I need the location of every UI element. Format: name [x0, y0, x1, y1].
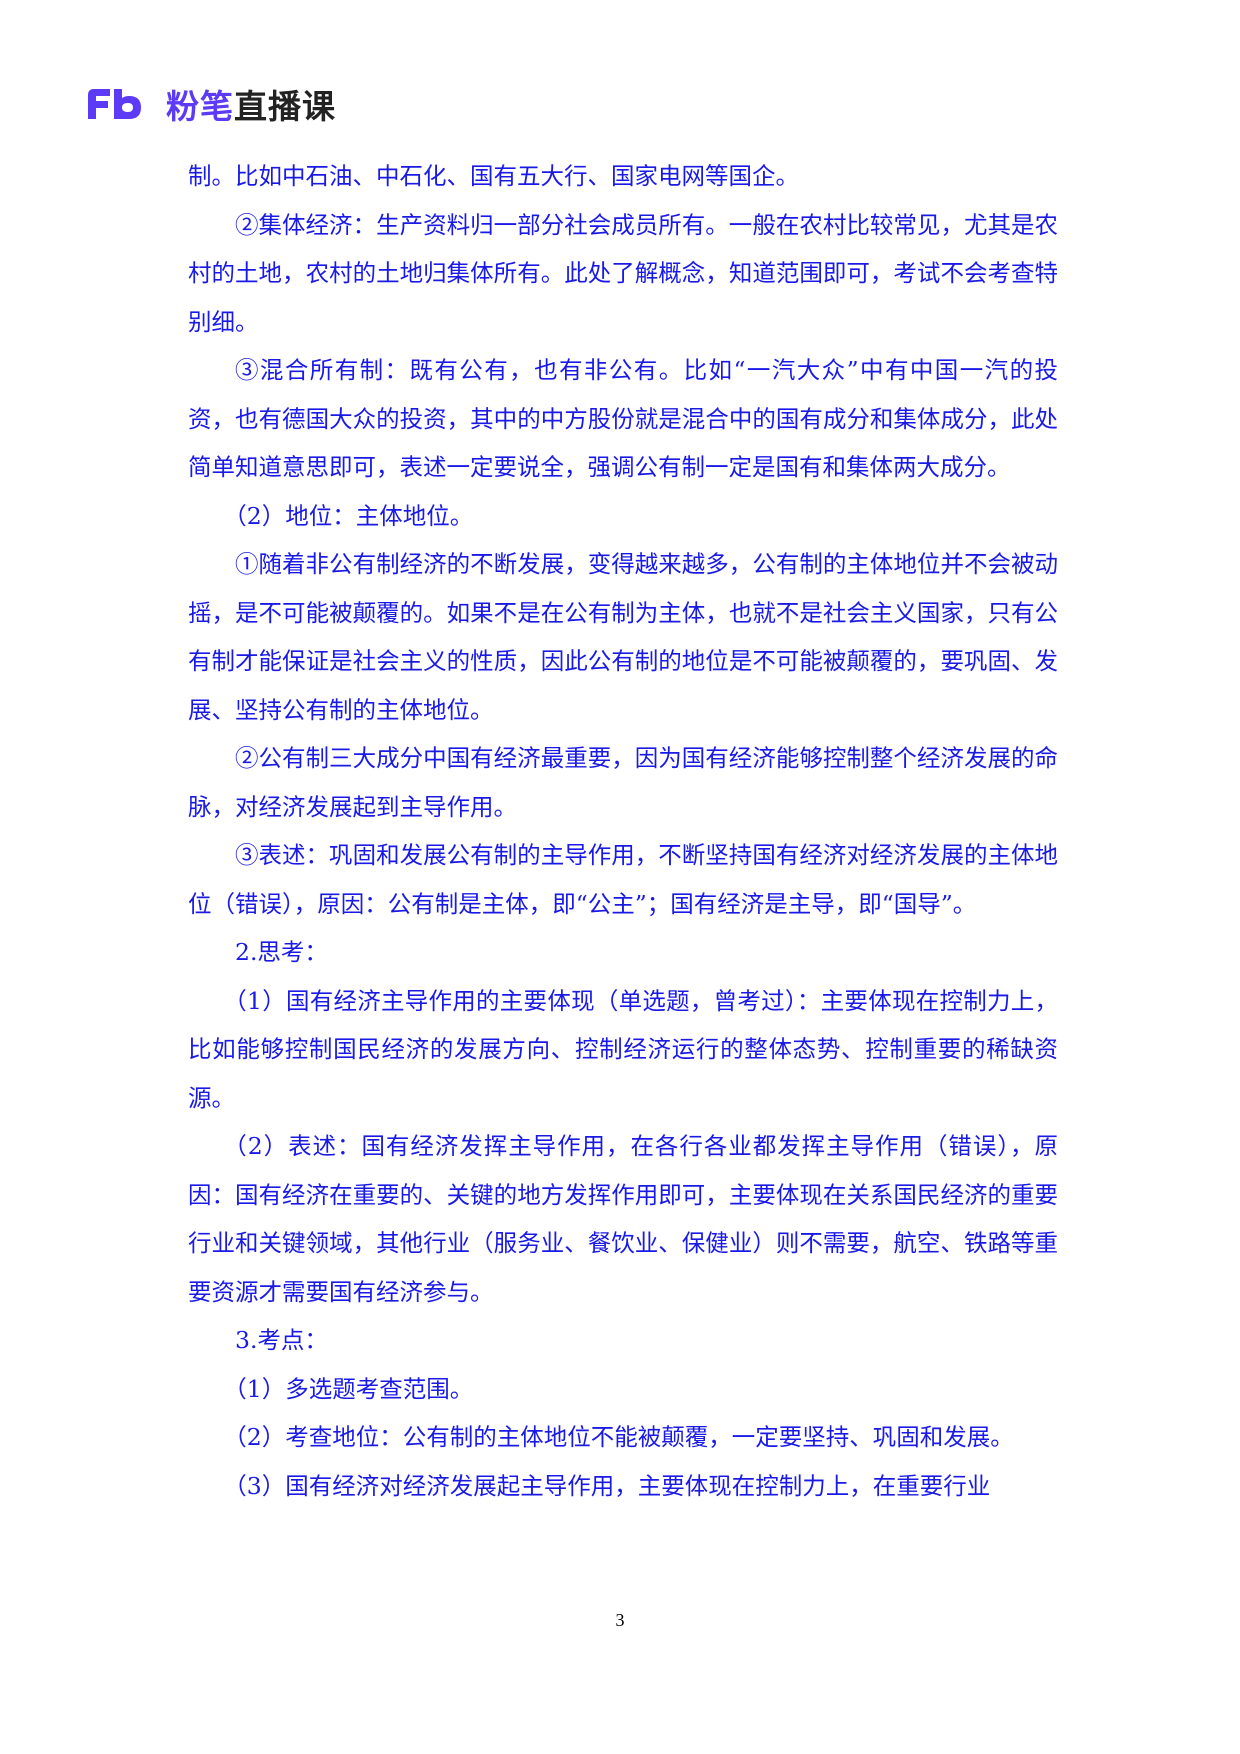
exam-point-2: （2）考查地位：公有制的主体地位不能被颠覆，一定要坚持、巩固和发展。 — [223, 1423, 1014, 1451]
exam-point-3: （3）国有经济对经济发展起主导作用，主要体现在控制力上，在重要行业 — [223, 1471, 991, 1500]
paragraph-continuation: 制。比如中石油、中石化、国有五大行、国家电网等国企。 — [188, 162, 799, 190]
paragraph-thinking-2: （2）表述：国有经济发挥主导作用，在各行各业都发挥主导作用（错误），原因：国有经… — [188, 1132, 1058, 1306]
paragraph-thinking-1: （1）国有经济主导作用的主要体现（单选题，曾考过）：主要体现在控制力上，比如能够… — [188, 986, 1058, 1112]
page-number: 3 — [615, 1610, 625, 1630]
paragraph-mixed-ownership: ③混合所有制：既有公有，也有非公有。比如“一汽大众”中有中国一汽的投资，也有德国… — [188, 356, 1058, 481]
fb-logo-icon — [88, 89, 144, 119]
subheading-status: （2）地位：主体地位。 — [223, 501, 474, 530]
exam-point-1: （1）多选题考查范围。 — [223, 1374, 474, 1403]
paragraph-status-1: ①随着非公有制经济的不断发展，变得越来越多，公有制的主体地位并不会被动摇，是不可… — [188, 550, 1058, 724]
paragraph-status-2: ②公有制三大成分中国有经济最重要，因为国有经济能够控制整个经济发展的命脉，对经济… — [188, 744, 1058, 821]
brand-name-highlight: 粉笔 — [166, 87, 234, 126]
section-heading-exam-points: 3.考点： — [235, 1326, 328, 1354]
paragraph-collective-economy: ②集体经济：生产资料归一部分社会成员所有。一般在农村比较常见，尤其是农村的土地，… — [188, 210, 1058, 336]
page-header: 粉笔 直播课 — [88, 84, 336, 126]
brand-name-rest: 直播课 — [234, 87, 336, 126]
paragraph-status-3: ③表述：巩固和发展公有制的主导作用，不断坚持国有经济对经济发展的主体地位（错误）… — [188, 841, 1058, 918]
section-heading-thinking: 2.思考： — [235, 938, 328, 966]
document-body: 制。比如中石油、中石化、国有五大行、国家电网等国企。 ②集体经济：生产资料归一部… — [188, 152, 1058, 1510]
